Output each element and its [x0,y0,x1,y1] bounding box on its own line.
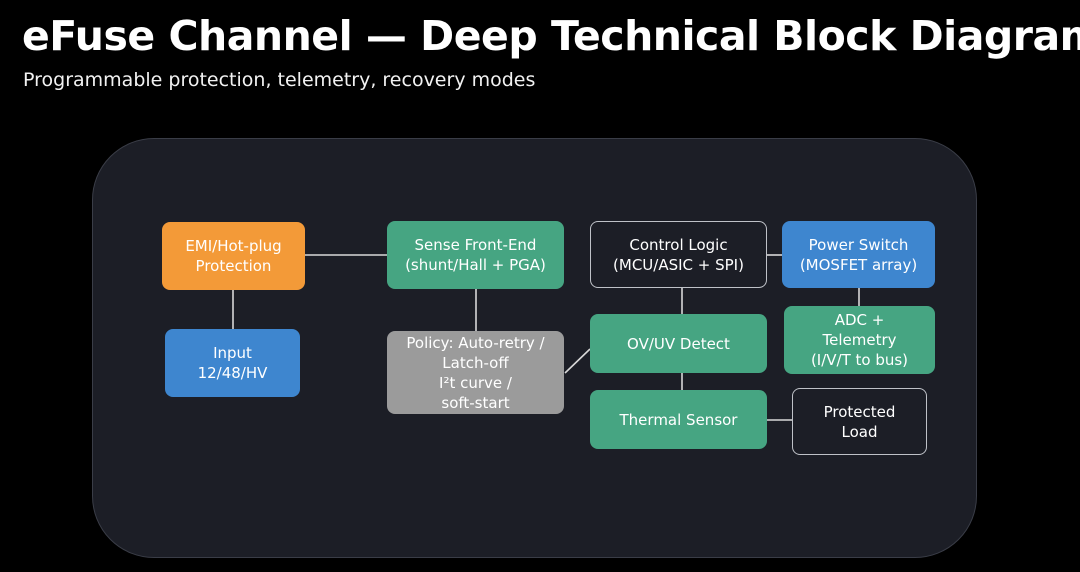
emi-hotplug-protection-block: EMI/Hot-plug Protection [162,222,305,290]
block-label-line: Policy: Auto-retry / [406,333,545,352]
page-title: eFuse Channel — Deep Technical Block Dia… [22,12,1080,60]
sense-front-end-block: Sense Front-End (shunt/Hall + PGA) [387,221,564,289]
block-label-line: Telemetry [822,331,897,349]
block-label-line: OV/UV Detect [627,334,730,353]
power-switch-block: Power Switch (MOSFET array) [782,221,935,288]
block-label-line: Protection [195,257,272,275]
block-label-line: Control Logic [629,235,728,254]
block-label-line: Load [841,422,878,441]
block-label-line: EMI/Hot-plug [185,237,282,255]
block-label-line: Input [213,344,252,362]
adc-telemetry-block: ADC + Telemetry (I/V/T to bus) [784,306,935,374]
thermal-sensor-block: Thermal Sensor [590,390,767,449]
policy-block: Policy: Auto-retry / Latch-off I²t curve… [387,331,564,414]
block-label-line: Sense Front-End [414,236,537,254]
block-label-line: Power Switch [808,235,909,254]
block-label-line: Latch-off [442,353,509,372]
block-label-line: (MCU/ASIC + SPI) [613,255,744,274]
input-block: Input 12/48/HV [165,329,300,397]
block-label-line: 12/48/HV [197,364,268,382]
protected-load-block: Protected Load [792,388,927,455]
block-label-line: ADC + [834,311,885,329]
page-subtitle: Programmable protection, telemetry, reco… [23,69,536,91]
block-label-line: (shunt/Hall + PGA) [405,256,546,274]
block-label-line: I²t curve / [439,373,512,392]
block-label-line: Thermal Sensor [619,410,738,429]
block-label-line: (I/V/T to bus) [810,351,909,369]
ov-uv-detect-block: OV/UV Detect [590,314,767,373]
block-label-line: Protected [823,402,896,421]
block-label-line: soft-start [441,393,510,412]
block-label-line: (MOSFET array) [799,255,918,274]
control-logic-block: Control Logic (MCU/ASIC + SPI) [590,221,767,288]
connector-policy-ovuv [564,348,591,374]
